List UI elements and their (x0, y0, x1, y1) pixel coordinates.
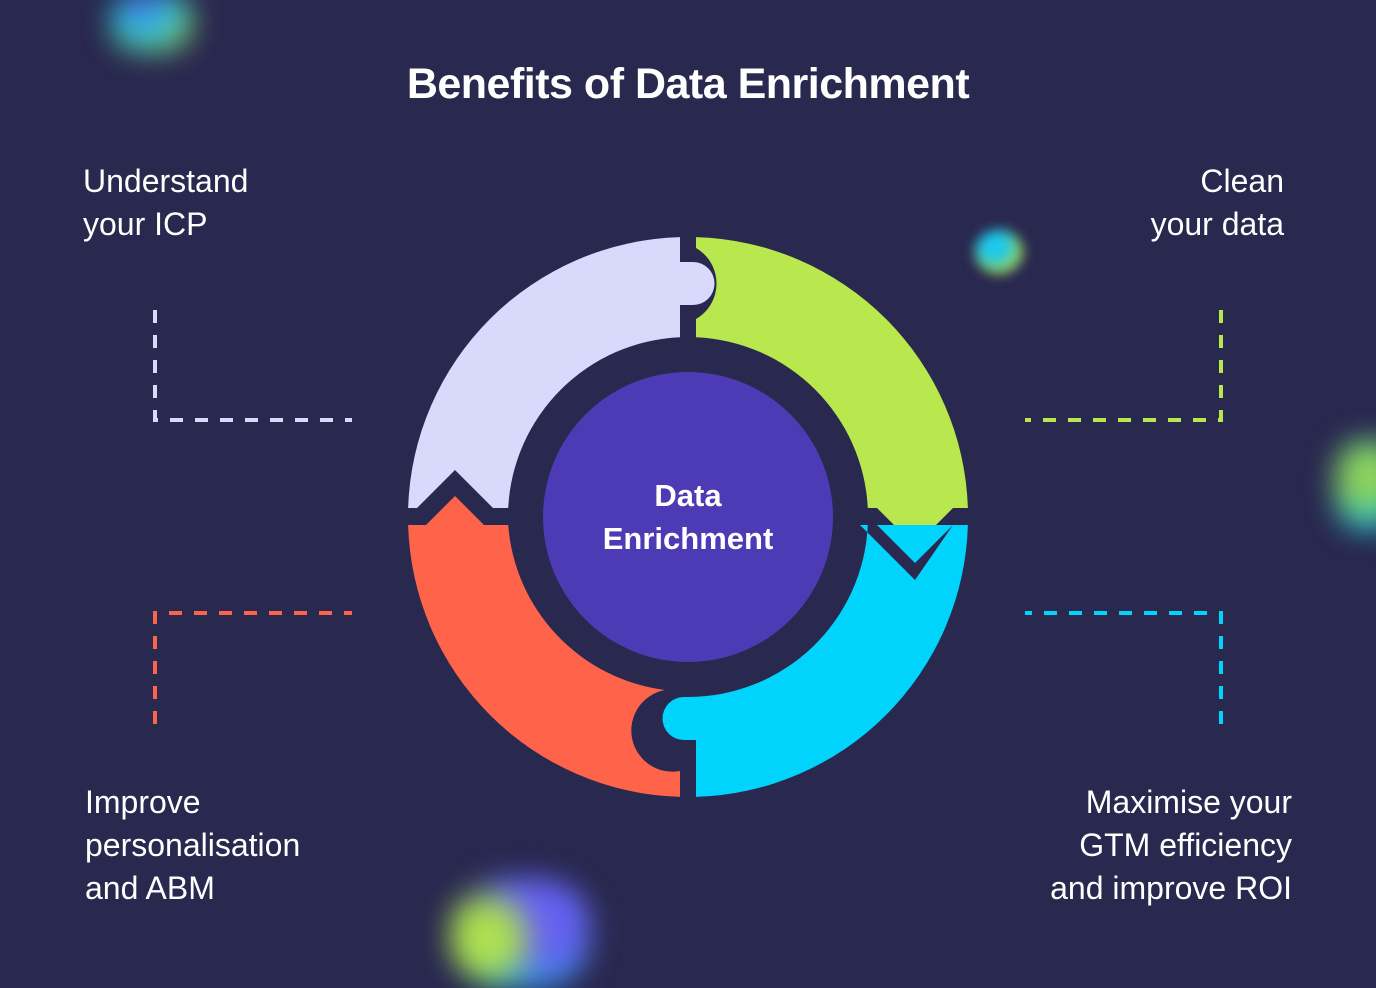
center-label-line2: Enrichment (602, 521, 774, 556)
decorative-blob-top-left (112, 0, 192, 52)
decorative-blob-bottom (450, 878, 590, 988)
connector-bottom-left (153, 611, 352, 724)
decorative-blob-right-edge (1335, 440, 1376, 530)
benefit-maximise-gtm: Maximise your GTM efficiency and improve… (1050, 784, 1292, 906)
segment-maximise-gtm (662, 525, 968, 797)
decorative-blob-mid-right (975, 230, 1023, 274)
benefit-clean-data: Clean your data (1150, 163, 1284, 242)
segment-clean-data (696, 237, 968, 546)
center-circle (543, 372, 833, 662)
benefit-understand-icp: Understand your ICP (83, 163, 249, 242)
page-title: Benefits of Data Enrichment (406, 60, 970, 108)
center-label: Data Enrichment (543, 372, 833, 662)
connector-top-left (153, 310, 352, 422)
connector-top-right (1025, 310, 1223, 422)
benefit-improve-personalisation: Improve personalisation and ABM (85, 784, 301, 906)
segment-understand-icp (408, 237, 715, 508)
segment-improve-personalisation (408, 496, 680, 797)
connector-bottom-right (1025, 611, 1223, 724)
center-label-line1: Data (654, 478, 722, 513)
